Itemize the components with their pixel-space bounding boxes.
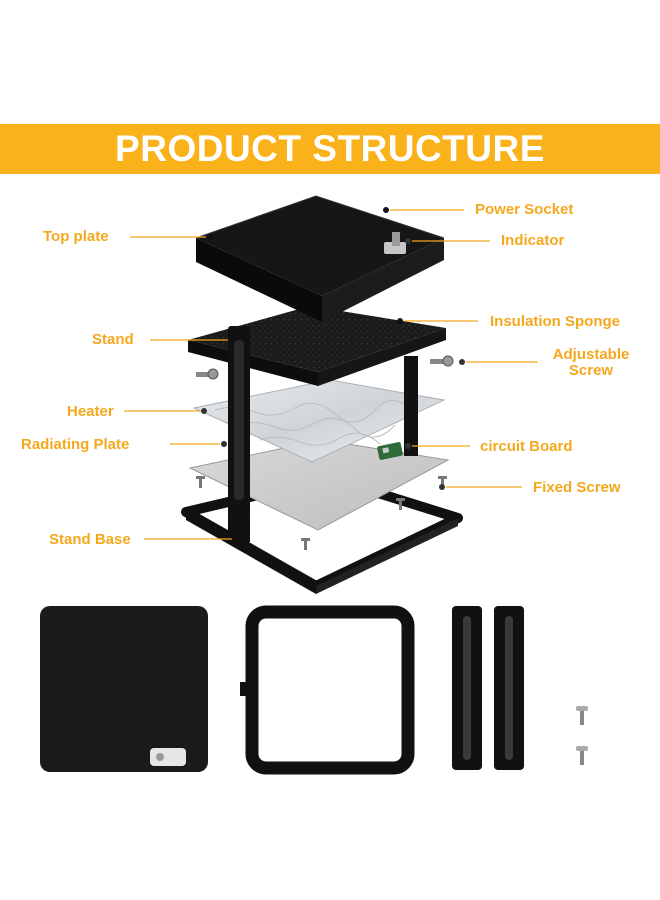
stand-front-part — [228, 326, 250, 542]
title-banner: PRODUCT STRUCTURE — [0, 124, 660, 174]
radiating-plate-part — [188, 439, 450, 531]
spare-stand-base — [240, 605, 415, 775]
label-circuit-board: circuit Board — [480, 438, 573, 455]
spare-screws — [576, 706, 588, 765]
label-indicator: Indicator — [501, 232, 565, 249]
spare-stand-legs — [452, 606, 524, 770]
stand-rear-leg — [404, 356, 418, 456]
label-insulation-sponge: Insulation Sponge — [490, 313, 620, 330]
label-adjustable-screw-line1: Adjustable — [552, 346, 630, 363]
banner-title: PRODUCT STRUCTURE — [115, 128, 545, 169]
fixed-screws — [196, 476, 447, 550]
label-top-plate: Top plate — [43, 228, 109, 245]
label-adjustable-screw: Adjustable Screw — [546, 347, 636, 379]
label-power-socket: Power Socket — [475, 201, 574, 218]
circuit-board-part — [377, 442, 403, 460]
spare-top-plate — [40, 606, 208, 772]
label-stand-base: Stand Base — [49, 531, 131, 548]
adjustable-screw-right — [430, 355, 454, 367]
label-radiating-plate: Radiating Plate — [21, 436, 130, 453]
top-plate-part — [195, 195, 445, 322]
heater-part — [192, 379, 446, 463]
label-stand: Stand — [92, 331, 134, 348]
adjustable-screw-left — [196, 368, 219, 380]
leader-lines — [124, 207, 538, 542]
label-adjustable-screw-line2: Screw — [568, 362, 614, 379]
label-heater: Heater — [67, 403, 114, 420]
insulation-sponge-part — [188, 306, 446, 386]
label-fixed-screw: Fixed Screw — [533, 479, 621, 496]
